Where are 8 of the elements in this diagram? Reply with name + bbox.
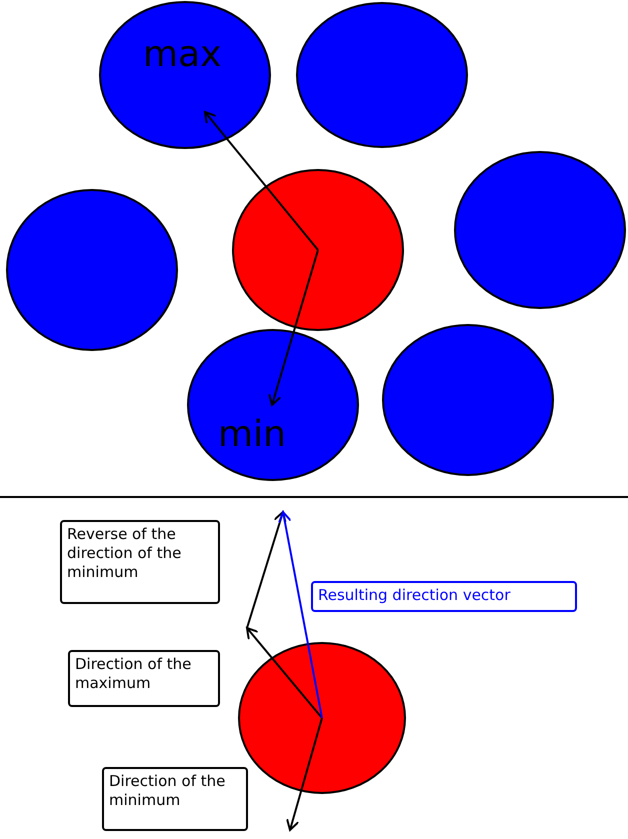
text-box: Direction of the maximum [68,650,220,707]
arrow [204,111,319,251]
arrow [268,250,319,406]
text-box: Resulting direction vector [311,581,577,612]
circle-label: min [218,415,286,455]
text-box: Direction of the minimum [102,767,248,831]
circle-label: max [143,35,222,75]
text-box: Reverse of the direction of the minimum [60,520,220,604]
